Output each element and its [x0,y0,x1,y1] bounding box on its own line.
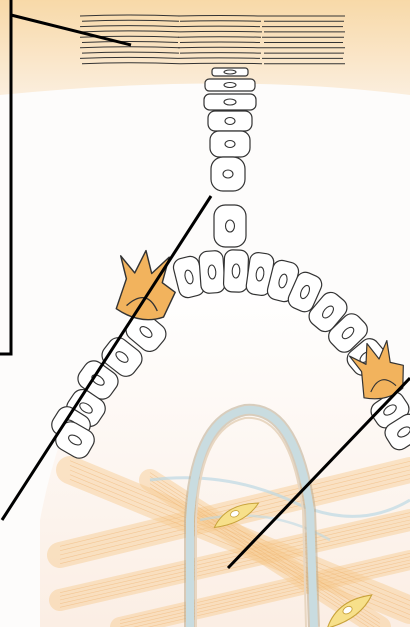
epithelial-cell [212,68,248,76]
corneum-lamella [180,31,262,32]
corneum-lamella [178,16,262,17]
epithelial-cell [223,250,248,293]
cell-membrane [204,94,256,110]
cell-membrane [205,79,255,91]
corneum-lamella [180,53,261,54]
corneum-lamella [178,37,261,38]
cell-membrane [212,68,248,76]
corneum-lamella [178,47,262,48]
corneum-lamella [180,63,262,64]
epithelial-cell [205,79,255,91]
corneum-lamella [178,58,260,59]
cell-membrane [214,205,246,247]
cell-membrane [210,131,250,157]
cell-membrane [208,111,252,131]
corneum-lamella [180,42,260,43]
corneum-lamella [180,21,261,22]
epithelial-cell [204,94,256,110]
epithelial-cell [199,250,226,294]
epithelial-cell [208,111,252,131]
cell-membrane [223,250,248,293]
epithelial-cell [214,205,246,247]
epithelial-cell [211,157,245,191]
cell-membrane [211,157,245,191]
cell-membrane [199,250,226,294]
epithelial-cell [210,131,250,157]
corneum-lamella [178,26,260,27]
